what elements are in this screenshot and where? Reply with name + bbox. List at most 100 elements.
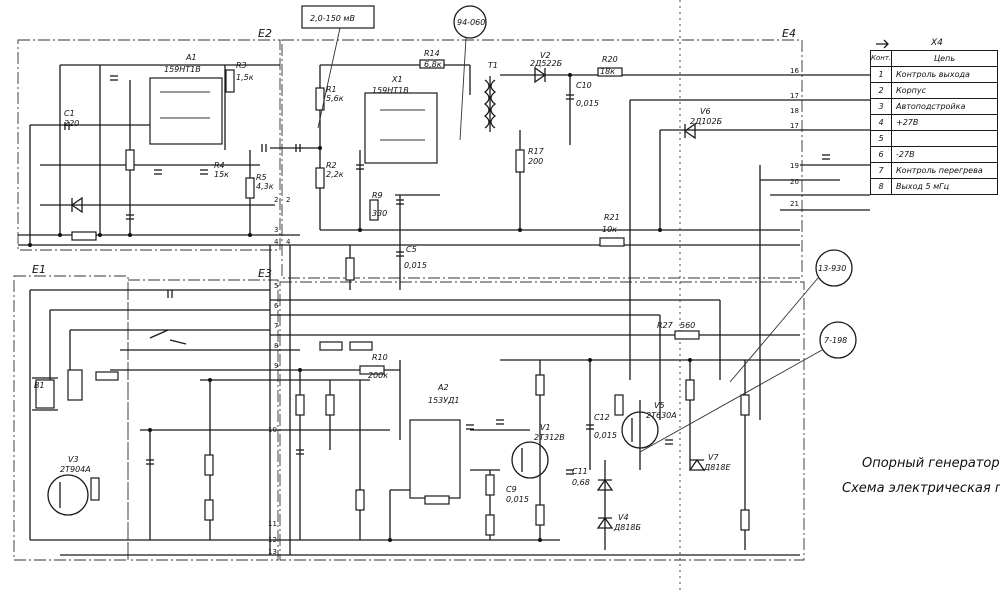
r5-label: R5 (256, 173, 267, 182)
connector-row: 6-27В (871, 147, 997, 163)
bubble-top (453, 5, 487, 39)
bubble-right1-label: 13-930 (818, 264, 846, 273)
svg-text:7: 7 (274, 322, 278, 330)
r14-value: 6,8к (424, 60, 442, 69)
connector-row-number: 2 (871, 83, 892, 98)
connector-row-circuit: -27В (896, 150, 915, 159)
v7-type: Д818Е (703, 463, 732, 472)
connector-row-number: 7 (871, 163, 892, 178)
wires (18, 64, 870, 556)
v6-label: V6 (700, 107, 711, 116)
c10-label: C10 (576, 81, 592, 90)
connector-row-circuit (892, 131, 997, 146)
connector-row: 7 Контроль перегрева (871, 163, 997, 179)
svg-text:8: 8 (274, 342, 278, 350)
r1-label: R1 (326, 85, 337, 94)
svg-text:2: 2 (274, 196, 278, 204)
svg-text:4: 4 (286, 238, 291, 246)
c9-label: C9 (506, 485, 517, 494)
r21-label: R21 (604, 213, 620, 222)
v5-type: 2Т630А (646, 411, 677, 420)
connector-row: 8 Выход 5 мГц (871, 179, 997, 194)
svg-text:11: 11 (268, 520, 277, 528)
connector-col-contact: Конт. (871, 51, 892, 66)
caption-title: Опорный генератор (862, 456, 1000, 471)
r27-value: 560 (680, 321, 695, 330)
r21-value: 10к (602, 225, 617, 234)
svg-text:18: 18 (790, 107, 799, 115)
a1-type: 159НТ1В (164, 65, 201, 74)
svg-text:19: 19 (790, 162, 799, 170)
r3-label: R3 (236, 61, 247, 70)
component-symbols (32, 59, 830, 536)
r5-value: 4,3к (256, 182, 274, 191)
v3-label: V3 (68, 455, 79, 464)
meter-range-box (301, 5, 375, 29)
v4-type: Д818Б (613, 523, 642, 532)
r4-label: R4 (214, 161, 225, 170)
connector-row-number: 3 (871, 99, 892, 114)
r10-label: R10 (372, 353, 388, 362)
connector-row-circuit: +27В (896, 118, 919, 127)
r20-value: 18к (600, 67, 615, 76)
connector-row: 4 +27В (871, 115, 997, 131)
r4-value: 15к (214, 170, 229, 179)
connector-row-number: 5 (871, 131, 892, 146)
connector-row-circuit: Выход 5 мГц (896, 182, 950, 191)
arrow-icon (876, 39, 889, 49)
v6-type: 2Д102Б (690, 117, 723, 126)
caption-subtitle: Схема электрическая п (842, 481, 1000, 496)
connector-header: Конт. Цепь (871, 51, 997, 67)
block-outlines (13, 0, 805, 590)
pin-numbers: 2 2 3 4 4 5 6 7 8 9 10 11 12 13 16 17 18… (268, 67, 799, 556)
r27-label: R27 (657, 321, 674, 330)
connector-row: 5 (871, 131, 997, 147)
connector-row-circuit: Контроль выхода (896, 70, 970, 79)
x1-type: 159НТ1В (372, 86, 409, 95)
connector-row: 2 Корпус (871, 83, 997, 99)
connector-row-circuit: Контроль перегрева (896, 166, 983, 175)
v7-label: V7 (708, 453, 719, 462)
svg-text:20: 20 (790, 178, 799, 186)
b1-label: B1 (34, 381, 45, 390)
connector-col-circuit: Цепь (933, 54, 956, 63)
v1-type: 2Т312В (534, 433, 565, 442)
block-e2-label: E2 (258, 27, 272, 40)
bubble-right2 (819, 321, 857, 359)
connector-row-circuit: Корпус (896, 86, 927, 95)
svg-text:17: 17 (790, 92, 799, 100)
c12-value: 0,015 (594, 431, 617, 440)
r3-value: 1,5к (236, 73, 254, 82)
svg-text:16: 16 (790, 67, 799, 75)
svg-text:5: 5 (274, 282, 278, 290)
c9-value: 0,015 (506, 495, 529, 504)
v5-label: V5 (654, 401, 665, 410)
bubble-top-label: 94-060 (457, 18, 485, 27)
c5-value: 0,015 (404, 261, 427, 270)
svg-text:6: 6 (274, 302, 279, 310)
c1-value: 220 (64, 119, 79, 128)
bubble-right1 (815, 249, 853, 287)
r17-value: 200 (528, 157, 543, 166)
svg-text:21: 21 (790, 200, 799, 208)
a1-label: A1 (185, 53, 197, 62)
c11-value: 0,68 (572, 478, 590, 487)
t1-label: T1 (488, 61, 498, 70)
svg-text:17: 17 (790, 122, 799, 130)
c11-label: C11 (572, 467, 588, 476)
a2-label: A2 (437, 383, 449, 392)
v3-type: 2Т904А (60, 465, 91, 474)
connector-row-number: 8 (871, 179, 892, 194)
svg-text:4: 4 (274, 238, 279, 246)
connector-row-number: 4 (871, 115, 892, 130)
block-e3-label: E3 (258, 267, 272, 280)
v2-type: 2Д522Б (530, 59, 563, 68)
c12-label: C12 (594, 413, 610, 422)
svg-text:12: 12 (268, 536, 277, 544)
c10-value: 0,015 (576, 99, 599, 108)
r2-label: R2 (326, 161, 337, 170)
connector-row-number: 1 (871, 67, 892, 82)
svg-text:3: 3 (274, 226, 278, 234)
